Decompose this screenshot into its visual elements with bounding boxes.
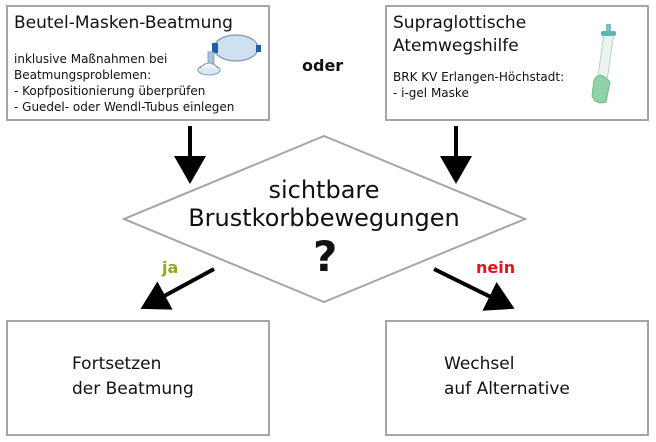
bvm-line-3: - Kopfpositionierung überprüfen (14, 84, 206, 98)
outcome-no-line-1: Wechsel (444, 354, 515, 374)
sga-title-line-2: Atemwegshilfe (393, 36, 519, 56)
decision-question-mark: ? (313, 232, 338, 281)
yes-label: ja (162, 258, 179, 277)
outcome-yes-line-2: der Beatmung (72, 379, 194, 399)
bvm-line-2: Beatmungsproblemen: (14, 68, 152, 82)
decision-diamond (121, 134, 528, 304)
bvm-line-1: inklusive Maßnahmen bei (14, 52, 168, 66)
bag-valve-mask-icon (197, 34, 261, 76)
outcome-no-box (385, 320, 649, 436)
outcome-no-line-2: auf Alternative (444, 379, 570, 399)
decision-line-1: sichtbare (268, 176, 380, 204)
sga-title-line-1: Supraglottische (393, 13, 527, 33)
i-gel-mask-icon (591, 24, 616, 104)
or-label: oder (302, 56, 344, 75)
arrow-no (433, 267, 515, 311)
bvm-line-4: - Guedel- oder Wendl-Tubus einlegen (14, 100, 235, 114)
bvm-box (6, 5, 270, 121)
outcome-yes-line-1: Fortsetzen (72, 354, 162, 374)
outcome-yes-box (6, 320, 270, 436)
sga-line-1: BRK KV Erlangen-Höchstadt: (393, 70, 565, 84)
bvm-title: Beutel-Masken-Beatmung (14, 13, 233, 33)
arrow-yes (140, 267, 215, 310)
decision-line-2: Brustkorbbewegungen (188, 204, 460, 232)
no-label: nein (476, 258, 516, 277)
sga-line-2: - i-gel Maske (393, 86, 469, 100)
